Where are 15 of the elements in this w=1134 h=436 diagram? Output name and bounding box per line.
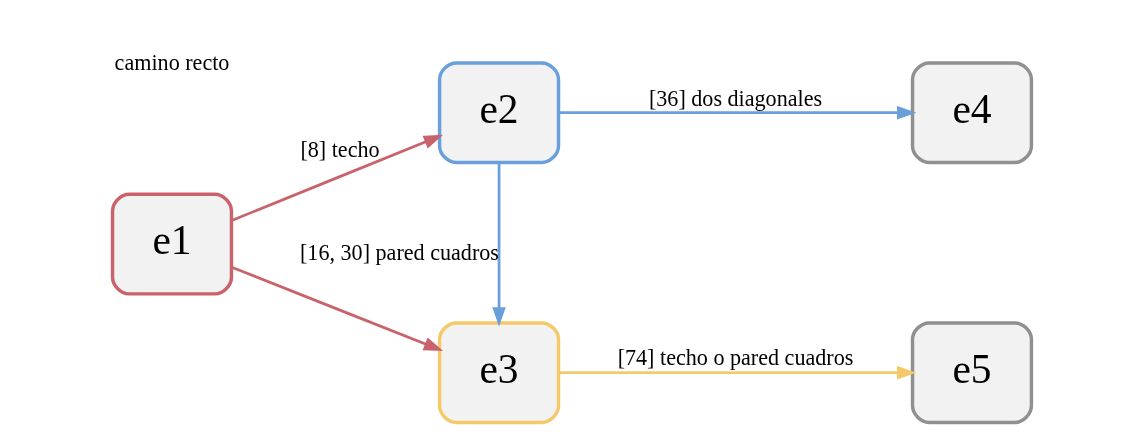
edge-label: [16, 30] pared cuadros — [299, 239, 499, 265]
arrow — [230, 134, 443, 222]
label: camino recto — [114, 49, 229, 75]
arrow — [230, 265, 443, 351]
arrow — [558, 365, 916, 379]
node-box: e5 — [910, 320, 1033, 424]
edge-label: [8] techo — [299, 136, 380, 162]
arrow — [558, 105, 916, 119]
edge-label: [36] dos diagonales — [648, 85, 822, 111]
edge-label: [74] techo o pared cuadros — [617, 345, 853, 370]
node-box: e3 — [437, 320, 560, 424]
node-box: e1 — [110, 192, 233, 296]
node-box: e4 — [910, 60, 1033, 164]
arrow — [491, 162, 506, 327]
node-box: e2 — [437, 60, 560, 164]
